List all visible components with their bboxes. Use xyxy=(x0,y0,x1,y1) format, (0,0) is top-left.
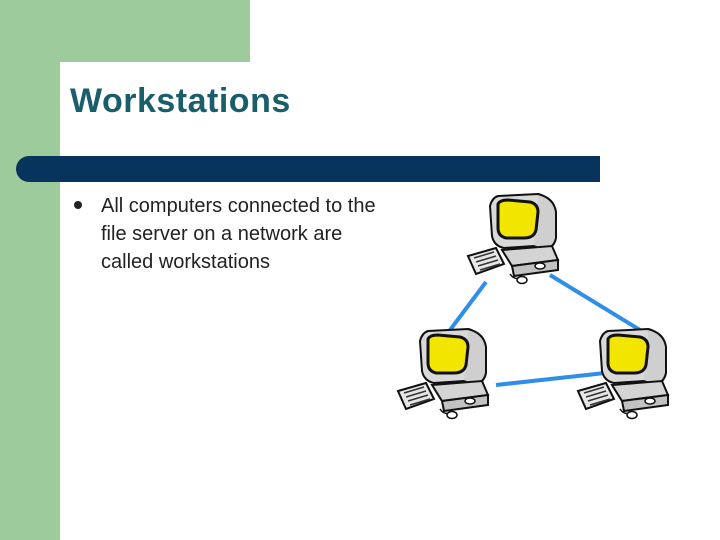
title-rule xyxy=(16,156,600,182)
bullet-text: All computers connected to the file serv… xyxy=(101,195,376,273)
network-diagram xyxy=(396,192,670,420)
link-top-left xyxy=(448,280,488,332)
link-bottom xyxy=(495,371,606,387)
computer-icon xyxy=(466,192,560,285)
bullet-dot xyxy=(74,201,82,209)
link-top-right xyxy=(548,273,642,332)
slide-title: Workstations xyxy=(70,82,291,120)
computer-icon xyxy=(396,327,490,420)
content-area xyxy=(60,62,720,540)
green-sidebar xyxy=(0,0,60,540)
green-top-band xyxy=(0,0,250,62)
